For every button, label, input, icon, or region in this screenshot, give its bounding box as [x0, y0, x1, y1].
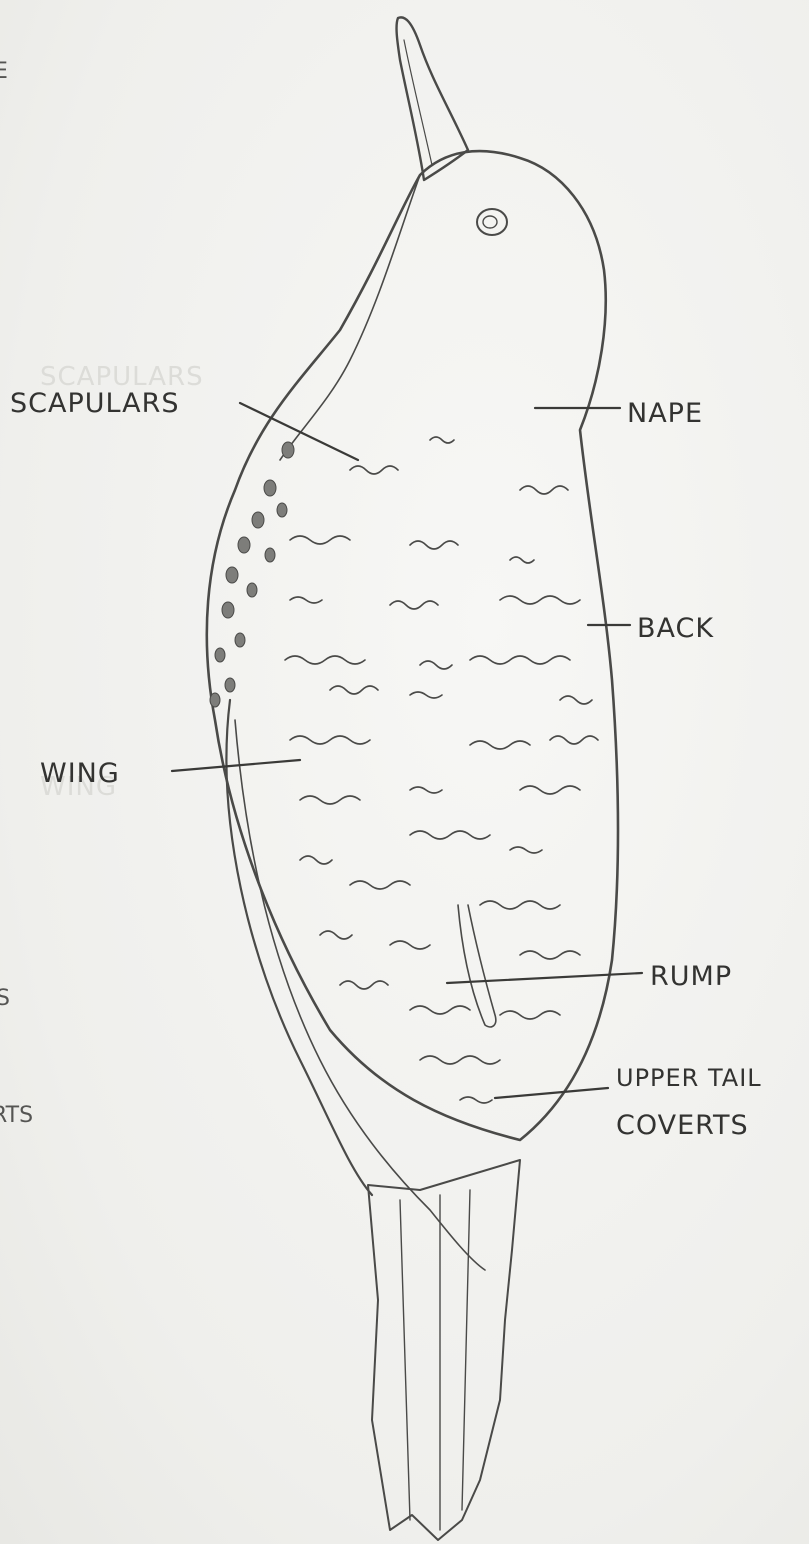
margin-fragment-top: E [0, 59, 8, 84]
bird-illustration [207, 17, 618, 1540]
nape-label: NAPE [627, 398, 703, 429]
tail-feathers [368, 1160, 520, 1540]
wing-leader [172, 760, 300, 771]
margin-fragment-middle: S [0, 986, 10, 1011]
rump-leader [447, 973, 642, 983]
wing-spots [210, 442, 294, 707]
body-outline [207, 151, 618, 1140]
rump-label: RUMP [650, 961, 732, 992]
wing-label: WING [40, 758, 120, 789]
upper-tail-label: UPPER TAIL [616, 1064, 762, 1092]
scapulars-label: SCAPULARS [10, 388, 180, 419]
coverts-label: COVERTS [616, 1110, 749, 1141]
wing-edge [226, 700, 372, 1195]
eye [477, 209, 507, 235]
back-label: BACK [637, 613, 714, 644]
back-barring [285, 437, 598, 1103]
upper-tail-coverts-leader [495, 1088, 608, 1098]
margin-fragment-lower: RTS [0, 1103, 33, 1128]
scapulars-leader [240, 403, 358, 460]
beak [397, 17, 468, 180]
